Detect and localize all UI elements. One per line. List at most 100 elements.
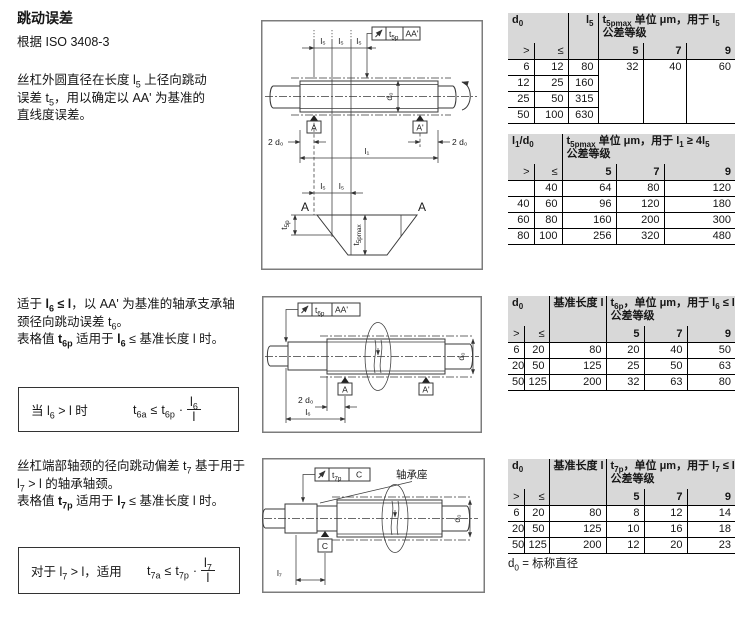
paragraph-line: 丝杠外圆直径在长度 l5 上径向跳动	[17, 73, 207, 90]
cell: 160	[561, 212, 616, 229]
col-header-d0: d0	[508, 13, 568, 43]
col-header-d0: d0	[508, 459, 549, 489]
cell: 100	[533, 228, 562, 245]
cell: 40	[643, 342, 687, 359]
spec-line2: 公差等级	[602, 27, 647, 39]
shaft-break-lines	[373, 339, 383, 374]
dim-label-t5pmax: t5pmax	[351, 224, 363, 246]
fcf-leader	[284, 309, 298, 343]
cell: 25	[533, 75, 568, 92]
circular-runout-icon	[301, 305, 309, 314]
cell: 50	[686, 342, 736, 359]
cell: 100	[533, 107, 568, 124]
dim-label-l5: l₅	[356, 36, 361, 46]
diagram-border	[262, 296, 482, 433]
t6-section: 适于 l6 ≤ l，以 AA' 为基准的轴承支承轴 颈径向跳动误差 t6。 表格…	[17, 296, 257, 349]
col-header-spec: t6p，单位 μm，用于 l6 ≤ l 公差等级	[605, 296, 736, 326]
dim-label-l6: l₆	[305, 407, 310, 417]
cell: 20	[508, 521, 524, 538]
rotation-ellipse	[364, 322, 392, 391]
paragraph-line: l7 > l 的轴承轴颈。	[17, 476, 121, 493]
cell: 64	[561, 180, 616, 197]
spec-line2: 公差等级	[610, 473, 655, 485]
tolerance-zone-lines	[332, 496, 472, 541]
cell: 50	[508, 107, 534, 124]
datum-a-flag: A	[306, 115, 322, 134]
datum-c-label: C	[322, 541, 328, 551]
datum-a-prime-label: A'	[416, 123, 424, 133]
diagram-border	[261, 20, 483, 270]
table-row: 6 12 80 32 40 60	[508, 59, 736, 124]
cell: 60	[508, 212, 534, 229]
subheader-gt: >	[508, 164, 534, 181]
col-header-length: 基准长度 l	[548, 459, 606, 489]
table-row: 20 50 125 25 50 63	[508, 358, 736, 375]
cell: 160	[567, 75, 598, 92]
grade-header: 5	[605, 489, 644, 506]
diagram-t5-runout: l₅ l₅ l₅ t5p AA' d₀ A A' 2 d₀	[261, 20, 483, 270]
cell: 25	[508, 91, 534, 108]
feature-control-frame: t7p C	[314, 467, 371, 483]
relation-sign: ≤	[164, 563, 172, 578]
formula-expression: t7a ≤ t7p · l7 l	[147, 556, 215, 585]
cell: 200	[548, 537, 606, 554]
circular-runout-icon	[318, 470, 326, 479]
subheader-empty	[548, 489, 606, 506]
l5-grid-lines	[313, 40, 352, 255]
cell: 120	[615, 196, 664, 213]
fraction-numerator: l7	[201, 556, 215, 572]
cell: 50	[523, 358, 549, 375]
cell: 14	[686, 505, 736, 522]
grade-header: 7	[642, 43, 686, 60]
tolerance-zone-lines	[291, 77, 451, 116]
table-row: 12 25 160	[508, 75, 735, 92]
cell: 480	[663, 228, 736, 245]
formula-condition: 当 l6 > l 时	[31, 404, 88, 421]
fcf-tolerance-label: t6p	[315, 305, 325, 318]
tolerance-zone-lines	[320, 335, 473, 378]
cell: 80	[508, 228, 534, 245]
dim-label-2d0: 2 d₀	[452, 137, 468, 147]
fraction-denominator: l	[192, 410, 196, 424]
cell: 20	[605, 342, 644, 359]
cell: 125	[523, 374, 549, 391]
cell: 125	[548, 358, 606, 375]
table-row: 80 100 256 320 480	[508, 228, 736, 245]
cell: 25	[605, 358, 644, 375]
paragraph-line: 表格值 t6p 适用于 l6 ≤ 基准长度 l 时。	[17, 332, 225, 349]
circular-runout-icon	[375, 29, 383, 38]
subheader-le: ≤	[523, 489, 549, 506]
cell: 23	[686, 537, 736, 554]
cell: 12	[508, 75, 534, 92]
cell: 12	[533, 59, 568, 76]
grade-header: 7	[643, 489, 687, 506]
cell: 20	[643, 537, 687, 554]
dim-label-2d0: 2 d₀	[268, 137, 284, 147]
subheader-le: ≤	[523, 326, 549, 343]
spec-line1: t6p，单位 μm，用于 l6 ≤ l	[610, 297, 735, 312]
cell: 40	[508, 196, 534, 213]
subheader-le: ≤	[533, 164, 562, 181]
subheader-gt: >	[508, 326, 524, 343]
table-row: 50 125 200 32 63 80	[508, 374, 736, 391]
subheader-empty	[548, 326, 606, 343]
fcf-tolerance-label: t7p	[332, 470, 342, 483]
cell: 320	[615, 228, 664, 245]
col-header-spec: t5pmax 单位 μm，用于 l5 公差等级	[597, 13, 736, 43]
standard-reference: 根据 ISO 3408-3	[17, 35, 110, 49]
section-letter-a: A	[301, 200, 309, 214]
cell: 12	[643, 505, 687, 522]
dim-label-l7: l₇	[277, 568, 282, 578]
col-header-spec: t7p，单位 μm，用于 l7 ≤ l 公差等级	[605, 459, 736, 489]
rotation-arrow-icon	[461, 81, 471, 111]
diagram-t7-runout: t7p C 轴承座 d₀ C l₇	[262, 458, 485, 593]
table-row: 6 20 80 8 12 14	[508, 505, 736, 522]
dim-label-t5p: t5p	[279, 220, 291, 230]
paragraph-line: 丝杠端部轴颈的径向跳动偏差 t7 基于用于	[17, 459, 245, 476]
feature-control-frame: t5p AA'	[371, 26, 421, 42]
table-row: 40 64 80 120	[508, 180, 736, 197]
cell: 32	[605, 374, 644, 391]
table-t5pmax-l1: l1/d0 t5pmax 单位 μm，用于 l1 ≥ 4l5 公差等级 > ≤ …	[508, 134, 736, 245]
relation-sign: ≤	[150, 402, 158, 417]
cell: 80	[615, 180, 664, 197]
